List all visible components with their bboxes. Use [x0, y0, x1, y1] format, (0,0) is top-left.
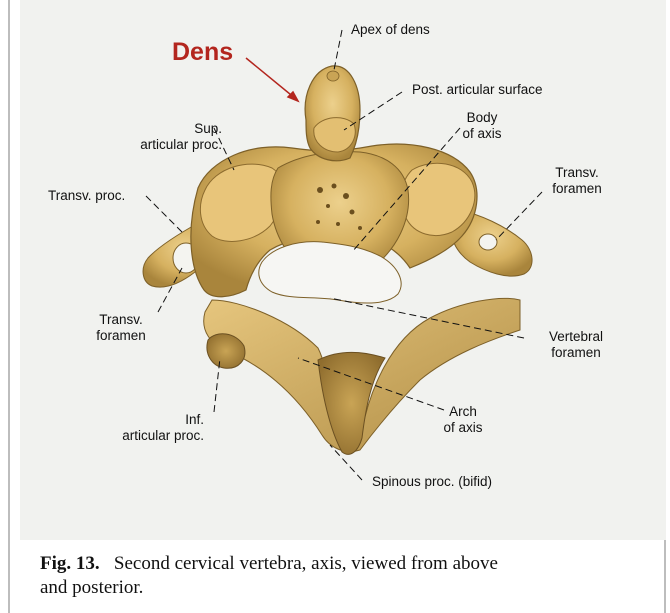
- label-transv-foramen-left: Transv.foramen: [84, 312, 158, 344]
- label-sup-articular-proc: Sup.articular proc.: [112, 121, 222, 153]
- label-transv-foramen-right: Transv.foramen: [540, 165, 614, 197]
- caption-line-1: Second cervical vertebra, axis, viewed f…: [114, 553, 498, 574]
- apex-of-dens: [327, 71, 339, 81]
- right-transverse-foramen: [479, 234, 497, 250]
- label-post-articular-surface: Post. articular surface: [412, 82, 543, 98]
- figure-caption: Fig. 13. Second cervical vertebra, axis,…: [40, 552, 650, 600]
- caption-line-2: and posterior.: [40, 577, 143, 598]
- label-spinous-proc: Spinous proc. (bifid): [372, 474, 492, 490]
- label-apex-of-dens: Apex of dens: [351, 22, 430, 38]
- figure-number: Fig. 13.: [40, 553, 100, 574]
- dens-arrow: [246, 58, 298, 101]
- label-transv-proc: Transv. proc.: [48, 188, 125, 204]
- dens-highlight-label: Dens: [172, 38, 233, 67]
- label-inf-articular-proc: Inf.articular proc.: [100, 412, 204, 444]
